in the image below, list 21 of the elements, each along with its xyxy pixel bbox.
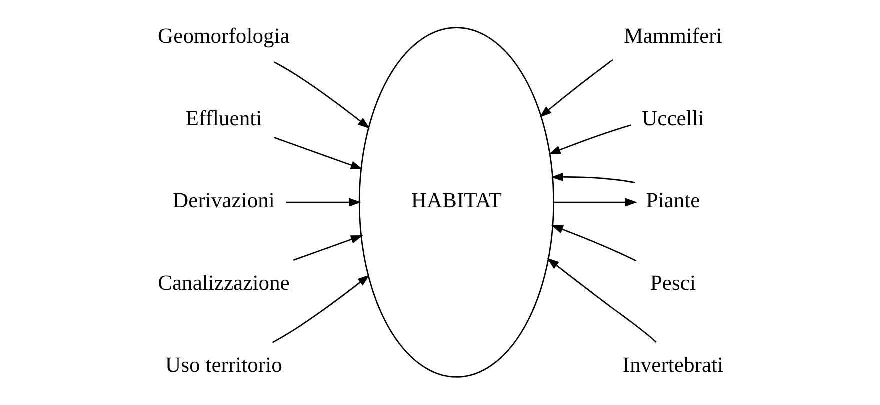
node-text: Canalizzazione (158, 270, 290, 295)
node-text: Uso territorio (165, 353, 282, 378)
node-text: Geomorfologia (158, 24, 290, 48)
arrow (272, 275, 370, 344)
node-text: Piante (646, 188, 700, 213)
node-text: Invertebrati (622, 353, 724, 378)
arrow (539, 59, 613, 118)
arrow (546, 258, 656, 343)
arrow (550, 172, 635, 184)
node-text: Mammiferi (624, 24, 722, 48)
node-text: Uccelli (642, 106, 704, 130)
arrow (286, 198, 361, 207)
arrow (548, 124, 631, 155)
arrow (550, 225, 636, 262)
node-text: Derivazioni (172, 188, 274, 213)
arrow (273, 137, 363, 170)
node-text: Effluenti (185, 106, 262, 130)
arrow (554, 198, 637, 207)
arrow (292, 235, 363, 261)
arrow (274, 62, 370, 129)
node-text: Pesci (650, 270, 696, 295)
